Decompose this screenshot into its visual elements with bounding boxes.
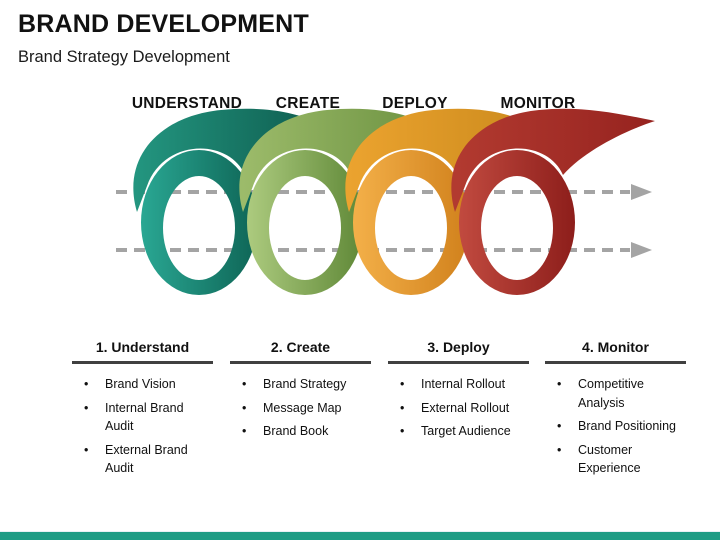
stage-ring-create [247, 150, 363, 295]
bullet-dot: • [242, 377, 247, 391]
bullet-item: • Internal Brand Audit [72, 399, 213, 436]
bullet-item: • Competitive Analysis [545, 375, 686, 412]
bullet-dot: • [400, 377, 405, 391]
diagram-content: UNDERSTAND CREATE DEPLOY MONITOR [116, 95, 655, 296]
stage-columns: 1. Understand • Brand Vision • Internal Bran… [0, 338, 720, 488]
bullet-dot: • [557, 419, 562, 433]
column-heading: 3. Deploy [388, 338, 529, 364]
bullet-text: Internal Rollout [421, 377, 506, 391]
column-items: • Brand Vision • Internal Brand Audit • Exter… [72, 375, 213, 478]
bullet-text: Message Map [263, 400, 342, 415]
stage-label-monitor: MONITOR [500, 95, 575, 112]
bullet-dot: • [84, 442, 89, 457]
bullet-text: External Rollout [421, 400, 510, 415]
bullet-dot: • [400, 424, 405, 438]
bullet-text: Brand Positioning [578, 419, 676, 433]
bullet-dot: • [84, 400, 89, 415]
bullet-dot: • [84, 377, 89, 391]
column-items: • Brand Strategy • Message Map • Brand Book [230, 375, 371, 441]
bullet-text: Target Audience [421, 424, 511, 438]
stage-label-understand: UNDERSTAND [132, 95, 242, 112]
bullet-dot: • [400, 400, 405, 415]
process-diagram: UNDERSTAND CREATE DEPLOY MONITOR [116, 95, 655, 296]
bullet-text: Brand Book [263, 424, 329, 438]
column-items: • Internal Rollout • External Rollout • Targe… [388, 375, 529, 441]
bullet-dot: • [242, 424, 247, 438]
bullet-item: • External Rollout [388, 399, 529, 418]
bullet-dot: • [557, 442, 562, 457]
bullet-item: • Target Audience [388, 422, 529, 441]
bullet-item: • Brand Book [230, 422, 371, 441]
bullet-item: • Brand Vision [72, 375, 213, 394]
bullet-item: • Message Map [230, 399, 371, 418]
stage-ring-understand [141, 150, 257, 295]
bullet-text: Competitive Analysis [578, 377, 644, 410]
footer-bar [0, 531, 720, 540]
slide-header: BRAND DEVELOPMENT Brand Strategy Develop… [18, 8, 698, 68]
bullet-text: Customer Experience [578, 442, 641, 476]
bullet-item: • External Brand Audit [72, 441, 213, 478]
stage-tail-monitor [451, 108, 655, 212]
bullet-text: Brand Strategy [263, 377, 347, 391]
column-heading: 4. Monitor [545, 338, 686, 364]
slide-subtitle: Brand Strategy Development [18, 48, 230, 66]
bullet-text: Internal Brand Audit [105, 400, 184, 434]
stage-label-deploy: DEPLOY [382, 95, 448, 112]
flow-arrow-head-1 [631, 184, 652, 200]
flow-arrow-head-2 [631, 242, 652, 258]
column-items: •Competitive Analysis•Brand Positioning•… [545, 375, 686, 478]
bullet-item: • Internal Rollout [388, 375, 529, 394]
slide-title: BRAND DEVELOPMENT [18, 10, 309, 38]
stage-ring-monitor [458, 149, 575, 296]
bullet-item: • Customer Experience [545, 441, 686, 478]
stage-column-1: 1. Understand • Brand Vision • Internal Bran… [72, 338, 213, 483]
stage-label-create: CREATE [276, 95, 340, 112]
bullet-dot: • [557, 377, 562, 391]
column-heading: 2. Create [230, 338, 371, 364]
stage-column-2: 2. Create • Brand Strategy • Message Map • Bra… [230, 338, 371, 446]
bullet-text: External Brand Audit [105, 442, 188, 476]
bullet-dot: • [242, 400, 247, 415]
bullet-item: • Brand Positioning [545, 417, 686, 436]
column-heading: 1. Understand [72, 338, 213, 364]
bullet-item: • Brand Strategy [230, 375, 371, 394]
stage-column-4: 4. Monitor • Competitive Analysis • Brand Po… [545, 338, 686, 483]
stage-column-3: 3. Deploy • Internal Rollout • External Roll… [388, 338, 529, 446]
stage-ring-deploy [352, 149, 470, 296]
bullet-text: Brand Vision [105, 377, 176, 391]
